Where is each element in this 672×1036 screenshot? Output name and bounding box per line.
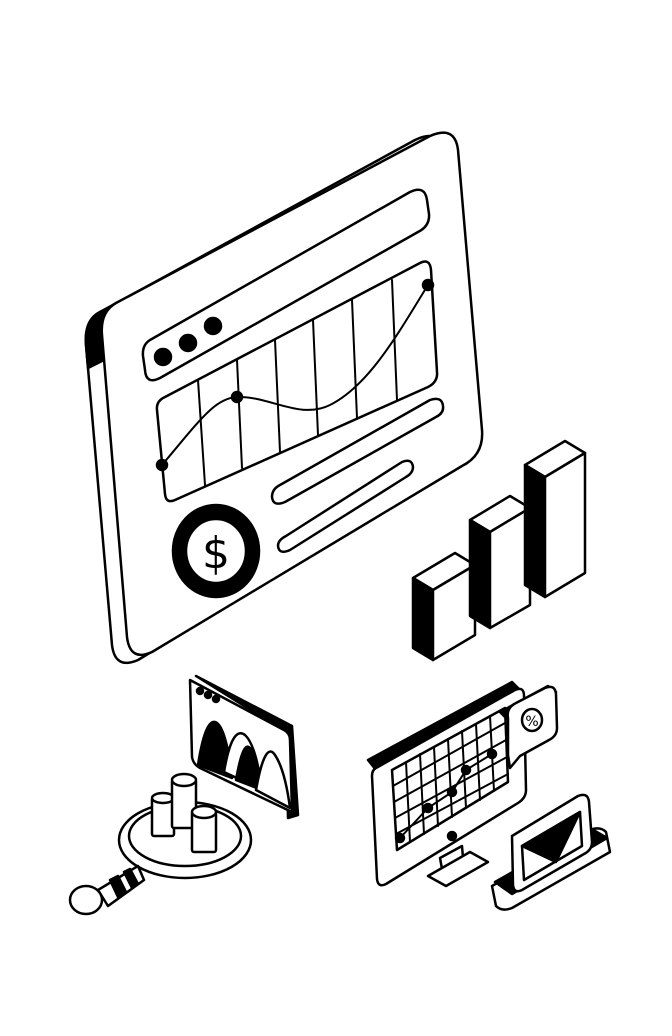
dollar-icon: $ [202,528,230,579]
magnifier-icon [68,772,253,916]
bar-chart-3d [411,439,587,662]
dollar-coin: $ [171,503,261,599]
monitor: % [366,680,559,888]
text-line [276,459,415,554]
line-chart [155,260,439,503]
small-chart-window [188,674,300,820]
text-line [270,397,445,505]
dashboard-window: $ [84,131,484,665]
window-dot-icon [203,316,223,336]
email-tablet [490,793,612,911]
window-dot-icon [178,333,198,353]
window-dot-icon [153,347,173,367]
percent-icon: % [525,714,538,730]
percent-badge: % [498,684,559,770]
